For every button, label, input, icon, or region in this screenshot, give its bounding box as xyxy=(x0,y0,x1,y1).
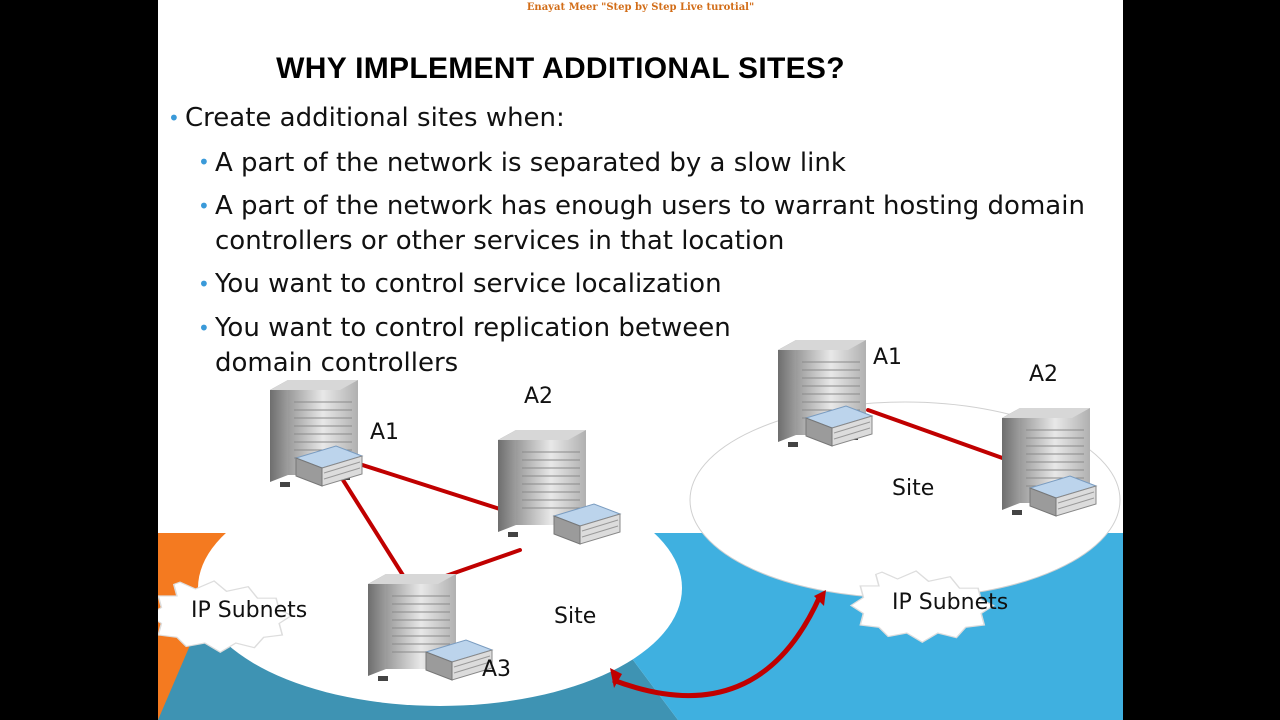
link-a1-a2 xyxy=(351,460,505,512)
slide-title: WHY IMPLEMENT ADDITIONAL SITES? xyxy=(276,52,845,85)
server-label-a1-right: A1 xyxy=(873,345,903,370)
slide: Enayat Meer "Step by Step Live turotial"… xyxy=(158,0,1123,720)
bullet-dot: • xyxy=(198,316,210,340)
server-label-a2-right: A2 xyxy=(1029,362,1059,387)
link-a3-a2 xyxy=(438,548,522,580)
replication-arc xyxy=(612,594,823,699)
bullet-item-1: A part of the network is separated by a … xyxy=(215,148,846,178)
arc-arrowhead-right xyxy=(814,590,826,606)
bullet-item-4: You want to control replication between … xyxy=(215,313,731,378)
bullet-main: Create additional sites when: xyxy=(185,103,565,133)
bullet-dot: • xyxy=(198,272,210,296)
subnet-label-left: IP Subnets xyxy=(191,598,308,623)
bullet-dot: • xyxy=(198,194,210,218)
bullet-dot: • xyxy=(168,106,180,130)
watermark-text: Enayat Meer "Step by Step Live turotial" xyxy=(526,2,755,13)
link-a1-a3 xyxy=(341,478,408,582)
server-label-a1-left: A1 xyxy=(370,420,400,445)
bullet-item-3: You want to control service localization xyxy=(215,269,722,299)
sites-diagram xyxy=(158,339,1121,706)
subnet-label-right: IP Subnets xyxy=(892,590,1009,615)
bullet-dot: • xyxy=(198,150,210,174)
site-label-right: Site xyxy=(892,476,935,501)
site-label-left: Site xyxy=(554,604,597,629)
link-right-a1-a2 xyxy=(866,408,1010,462)
server-label-a3-left: A3 xyxy=(482,657,512,682)
bullet-item-2: A part of the network has enough users t… xyxy=(215,191,1085,256)
server-label-a2-left: A2 xyxy=(524,384,554,409)
arc-arrowhead-left xyxy=(610,668,622,688)
